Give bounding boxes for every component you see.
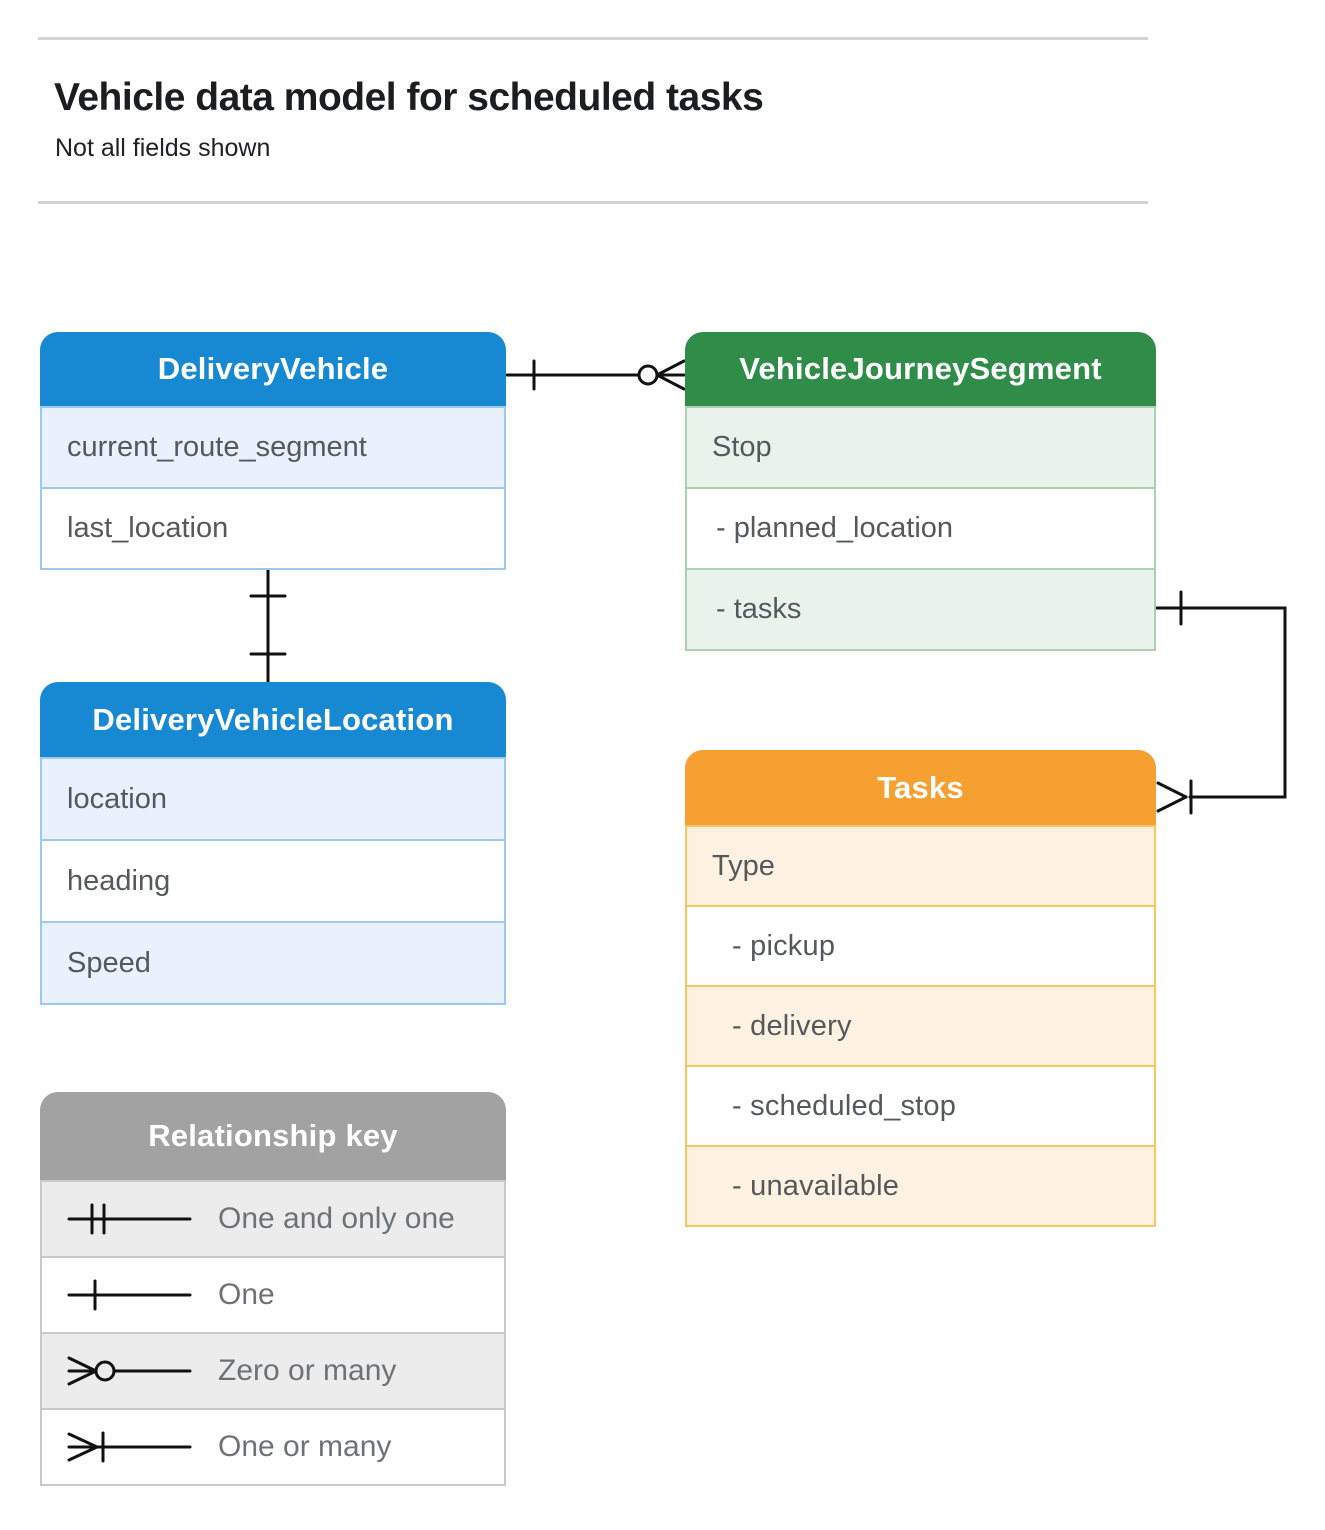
field-location: location xyxy=(42,757,504,839)
field-last-location: last_location xyxy=(42,487,504,568)
field-type: Type xyxy=(687,825,1154,905)
entity-tasks-title: Tasks xyxy=(685,750,1156,825)
field-speed: Speed xyxy=(42,921,504,1003)
connector-deliveryvehicle-vehiclejourneysegment xyxy=(505,359,686,391)
field-delivery: - delivery xyxy=(687,985,1154,1065)
field-heading: heading xyxy=(42,839,504,921)
legend-row-one: One xyxy=(42,1256,504,1332)
field-unavailable: - unavailable xyxy=(687,1145,1154,1225)
entity-delivery-vehicle-fields: current_route_segment last_location xyxy=(40,406,506,570)
entity-tasks: Tasks Type - pickup - delivery - schedul… xyxy=(685,750,1156,1227)
entity-delivery-vehicle-location-fields: location heading Speed xyxy=(40,757,506,1005)
legend-label: One or many xyxy=(218,1430,392,1463)
cardinality-one-or-many-icon xyxy=(67,1431,192,1463)
entity-delivery-vehicle: DeliveryVehicle current_route_segment la… xyxy=(40,332,506,570)
page-title: Vehicle data model for scheduled tasks xyxy=(54,76,764,119)
header-divider xyxy=(38,201,1148,204)
connector-vehiclejourneysegment-tasks xyxy=(1155,590,1287,815)
cardinality-zero-or-many-icon xyxy=(67,1356,192,1386)
field-current-route-segment: current_route_segment xyxy=(42,406,504,487)
entity-delivery-vehicle-location: DeliveryVehicleLocation location heading… xyxy=(40,682,506,1005)
relationship-key: Relationship key One and only one xyxy=(40,1092,506,1486)
legend-row-one-or-many: One or many xyxy=(42,1408,504,1484)
relationship-key-title: Relationship key xyxy=(40,1092,506,1180)
relationship-key-rows: One and only one One xyxy=(40,1180,506,1486)
legend-label: One xyxy=(218,1278,275,1311)
field-planned-location: - planned_location xyxy=(687,487,1154,568)
legend-row-one-and-only-one: One and only one xyxy=(42,1180,504,1256)
connector-deliveryvehicle-deliveryvehiclelocation xyxy=(249,566,287,684)
page-subtitle: Not all fields shown xyxy=(55,134,271,162)
entity-tasks-fields: Type - pickup - delivery - scheduled_sto… xyxy=(685,825,1156,1227)
cardinality-one-and-only-one-icon xyxy=(67,1203,192,1235)
field-pickup: - pickup xyxy=(687,905,1154,985)
entity-delivery-vehicle-location-title: DeliveryVehicleLocation xyxy=(40,682,506,757)
field-scheduled-stop: - scheduled_stop xyxy=(687,1065,1154,1145)
entity-delivery-vehicle-title: DeliveryVehicle xyxy=(40,332,506,406)
legend-row-zero-or-many: Zero or many xyxy=(42,1332,504,1408)
legend-label: One and only one xyxy=(218,1202,455,1235)
field-tasks: - tasks xyxy=(687,568,1154,649)
cardinality-one-icon xyxy=(67,1279,192,1311)
top-divider xyxy=(38,37,1148,40)
field-stop: Stop xyxy=(687,406,1154,487)
legend-label: Zero or many xyxy=(218,1354,397,1387)
entity-vehicle-journey-segment-title: VehicleJourneySegment xyxy=(685,332,1156,406)
entity-vehicle-journey-segment: VehicleJourneySegment Stop - planned_loc… xyxy=(685,332,1156,651)
entity-vehicle-journey-segment-fields: Stop - planned_location - tasks xyxy=(685,406,1156,651)
